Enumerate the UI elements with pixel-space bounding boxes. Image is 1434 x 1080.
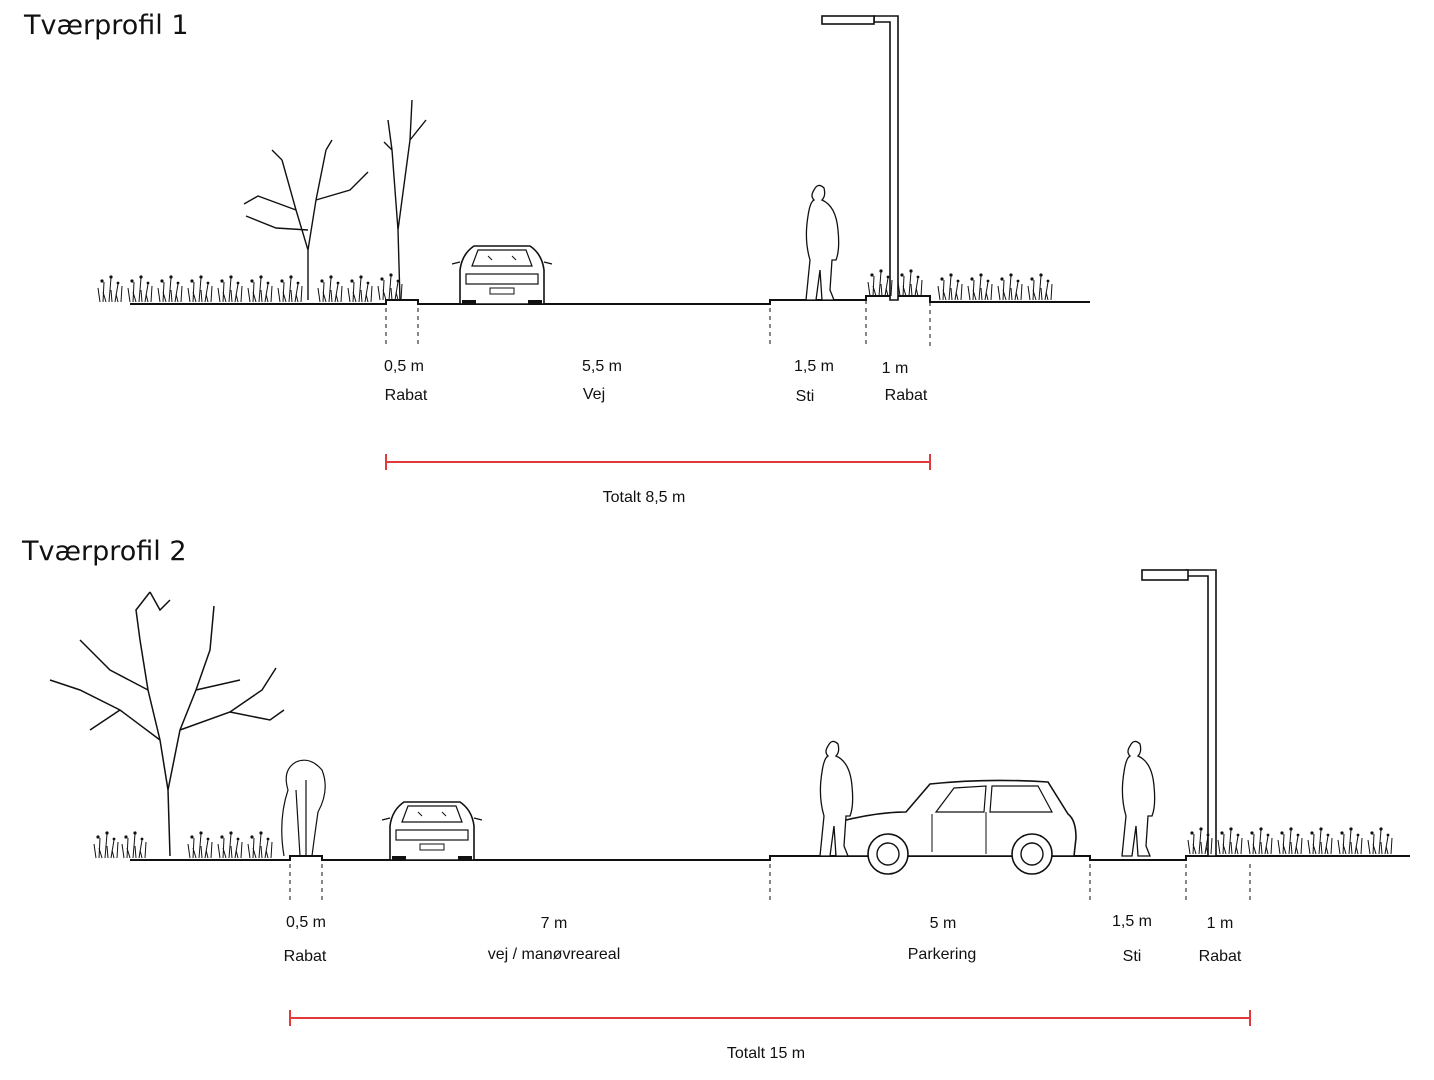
pedestrian — [1121, 740, 1156, 857]
segment-width: 5,5 m — [581, 358, 623, 375]
grass — [93, 826, 1393, 859]
total-width-label: Totalt 8,5 m — [602, 489, 686, 506]
segment-dividers — [385, 300, 931, 346]
segment-name: Sti — [795, 388, 815, 405]
total-dimension-line — [385, 454, 931, 470]
segment-width: 1 m — [881, 360, 909, 377]
segment-name: Rabat — [1198, 948, 1242, 965]
segment-width: 1,5 m — [1111, 913, 1153, 930]
segment-width: 1 m — [1206, 915, 1234, 932]
car-front-view — [451, 245, 553, 305]
segment-width: 0,5 m — [285, 914, 327, 931]
segment-name: Rabat — [384, 387, 428, 404]
tree — [49, 591, 285, 857]
street-light — [1141, 569, 1217, 857]
car-side-view — [835, 779, 1077, 875]
grass — [97, 268, 1053, 303]
segment-width: 1,5 m — [793, 358, 835, 375]
profile-2-drawing — [49, 569, 1410, 1026]
segment-width: 7 m — [540, 915, 568, 932]
total-width-label: Totalt 15 m — [726, 1045, 806, 1062]
segment-name: Rabat — [884, 387, 928, 404]
segment-width: 0,5 m — [383, 358, 425, 375]
segment-name: Vej — [582, 386, 606, 403]
car-front-view — [381, 801, 483, 861]
ground-line — [130, 295, 1090, 305]
street-light — [821, 15, 899, 301]
shrub — [281, 759, 326, 857]
segment-width: 5 m — [929, 915, 957, 932]
ground-line — [130, 855, 1410, 861]
total-dimension-line — [289, 1010, 1251, 1026]
segment-name: Sti — [1122, 948, 1142, 965]
profile-2-title: Tværprofil 2 — [22, 536, 187, 567]
profile-1-drawing — [97, 15, 1090, 470]
pedestrian — [805, 184, 840, 301]
tree — [243, 99, 427, 301]
segment-name: vej / manøvreareal — [487, 946, 621, 963]
segment-dividers — [289, 864, 1251, 904]
segment-name: Rabat — [283, 948, 327, 965]
profile-1-title: Tværprofil 1 — [24, 10, 189, 41]
segment-name: Parkering — [907, 946, 977, 963]
